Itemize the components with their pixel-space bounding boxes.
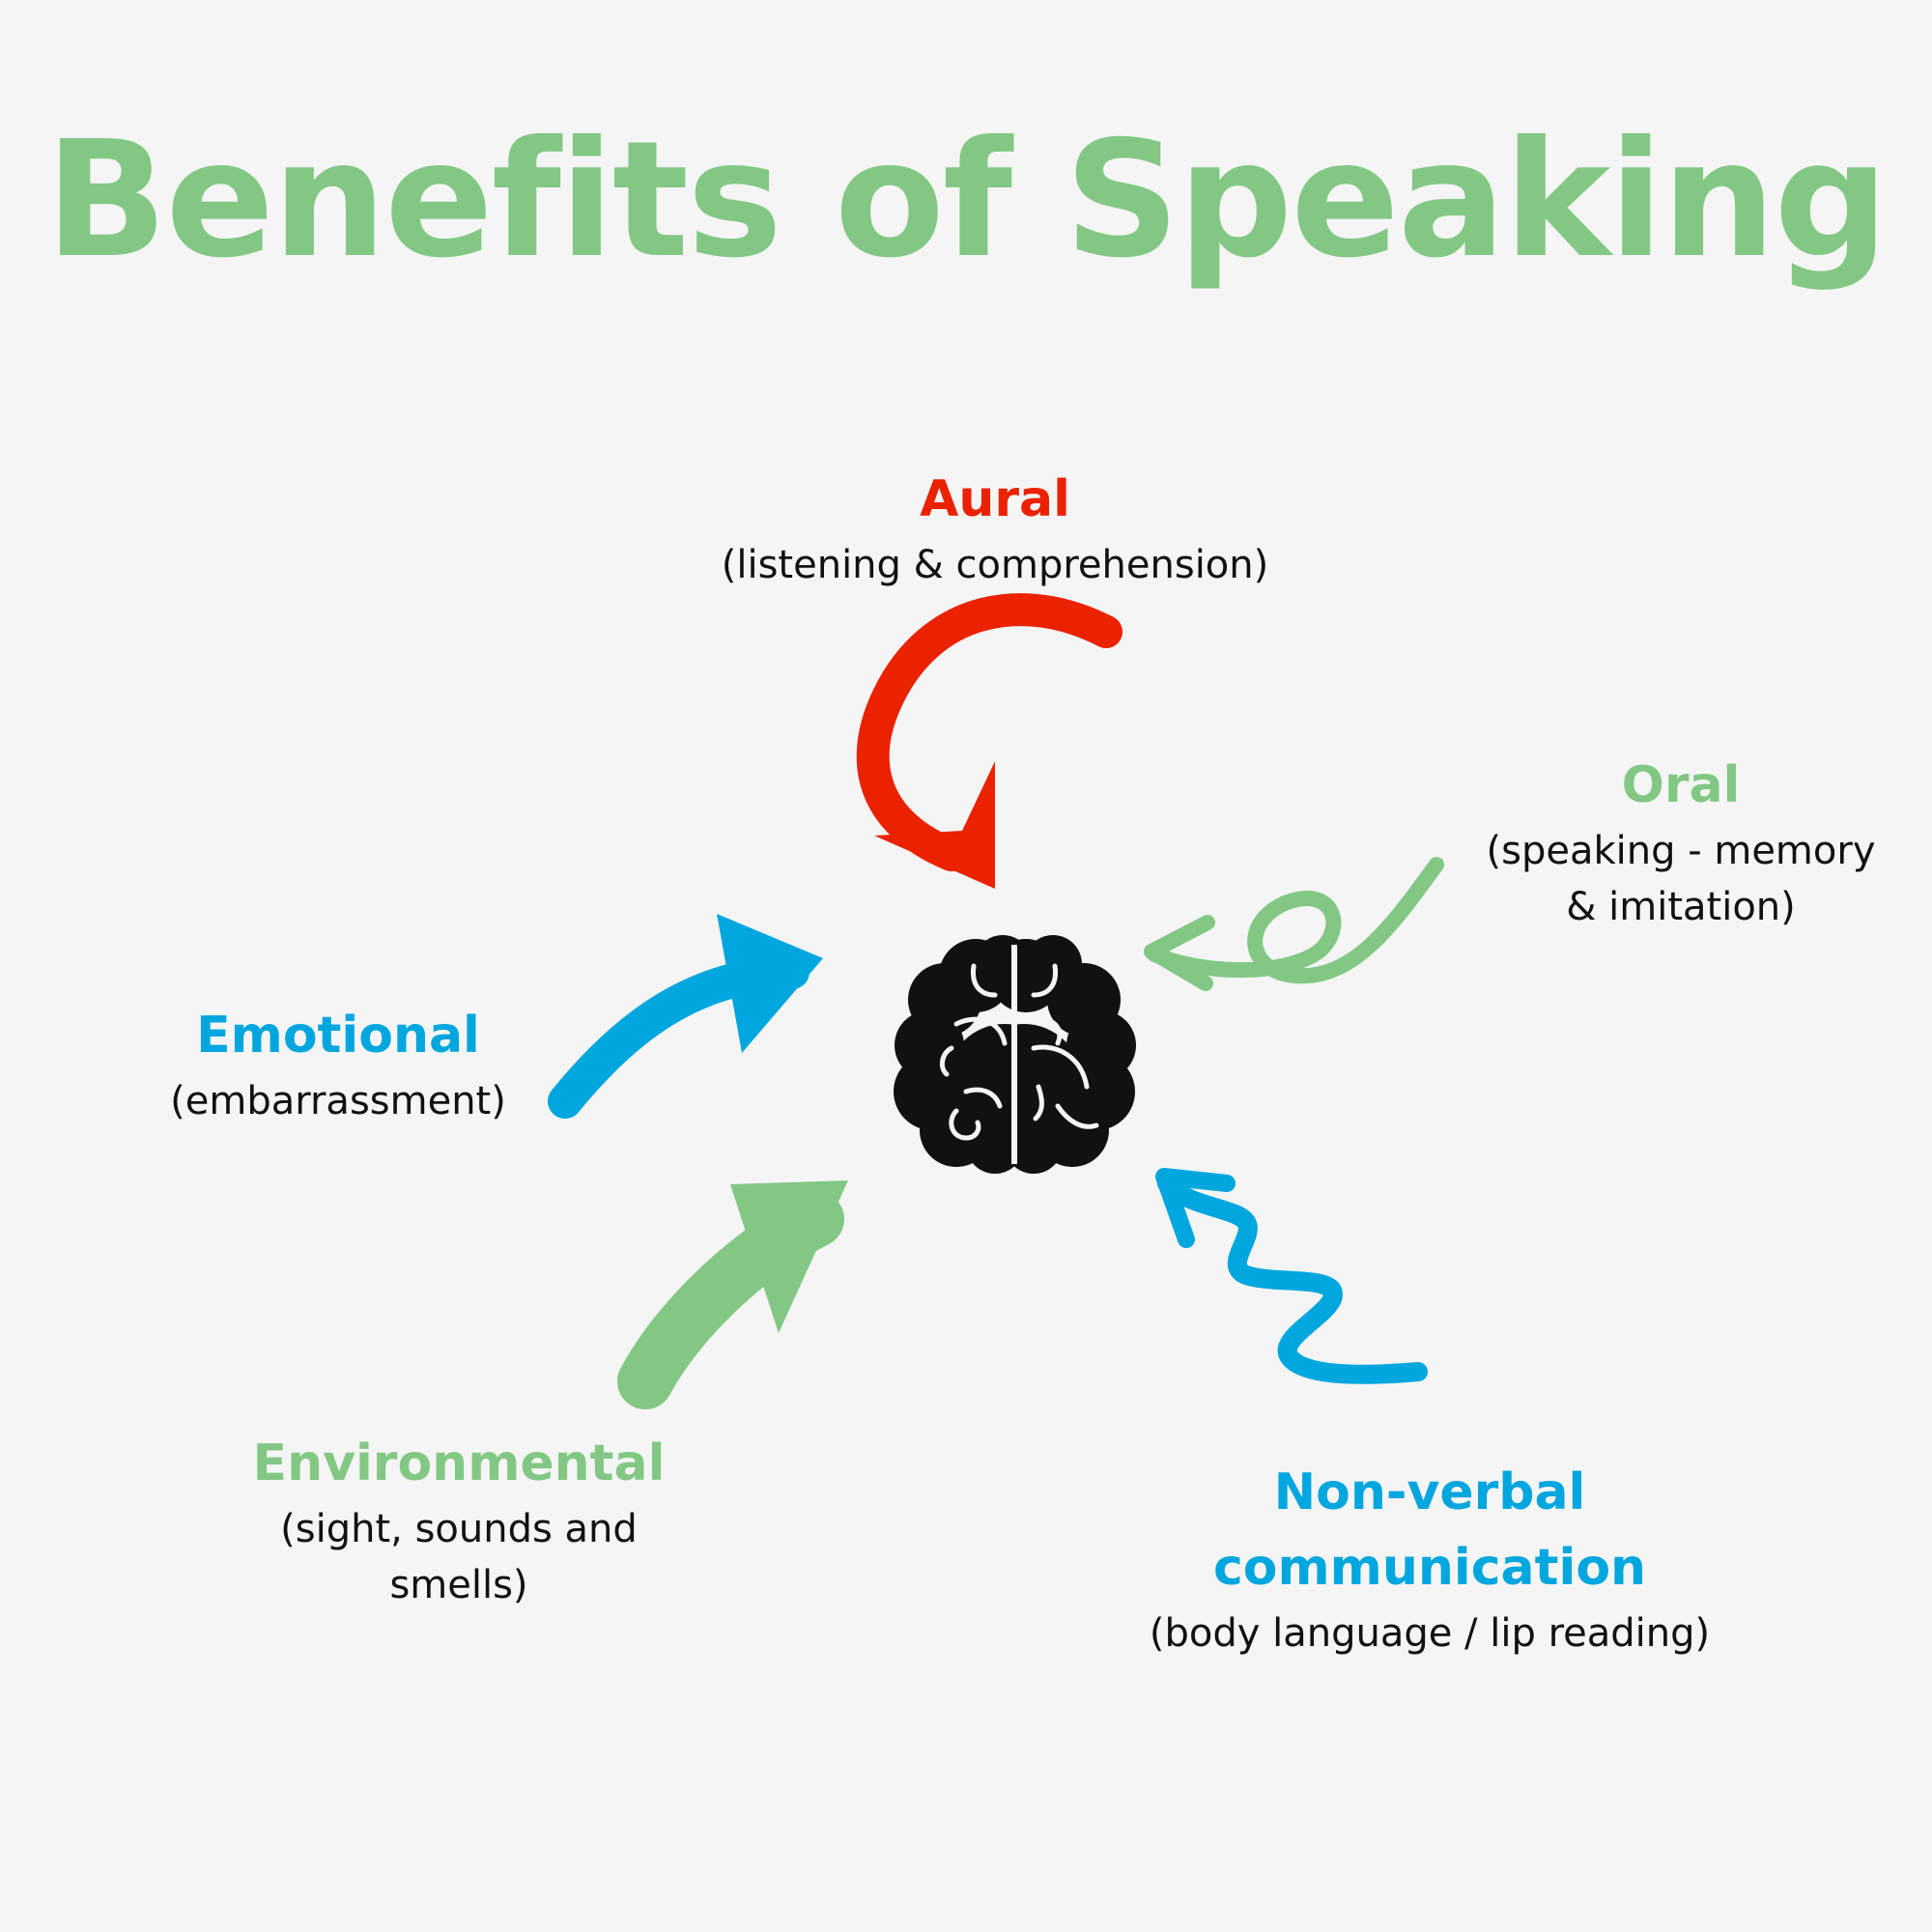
page-title: Benefits of Speaking xyxy=(44,107,1889,294)
aural-heading: Aural xyxy=(920,470,1070,528)
oral-description-line-1: (speaking - memory xyxy=(1486,829,1876,873)
oral-label-group: Oral (speaking - memory & imitation) xyxy=(1430,748,1932,935)
environmental-description-line-2: smells) xyxy=(389,1563,528,1607)
environmental-description-line-1: (sight, sounds and xyxy=(280,1507,638,1551)
nonverbal-heading-line-2: communication xyxy=(1212,1539,1647,1597)
aural-arrow xyxy=(856,593,1122,889)
oral-heading: Oral xyxy=(1621,756,1741,814)
nonverbal-label-group: Non-verbal communication (body language … xyxy=(1121,1455,1739,1662)
environmental-arrow xyxy=(617,1180,848,1409)
emotional-label-group: Emotional (embarrassment) xyxy=(135,998,541,1129)
nonverbal-heading-line-1: Non-verbal xyxy=(1273,1463,1586,1521)
aural-description: (listening & comprehension) xyxy=(721,543,1269,587)
nonverbal-description: (body language / lip reading) xyxy=(1149,1611,1711,1656)
brain-icon xyxy=(894,935,1136,1174)
oral-arrow xyxy=(1144,857,1444,991)
aural-label-group: Aural (listening & comprehension) xyxy=(618,462,1372,593)
emotional-arrow xyxy=(548,914,823,1119)
emotional-description: (embarrassment) xyxy=(170,1079,506,1123)
emotional-heading: Emotional xyxy=(196,1007,480,1065)
environmental-label-group: Environmental (sight, sounds and smells) xyxy=(217,1426,700,1613)
environmental-heading: Environmental xyxy=(252,1435,666,1492)
nonverbal-arrow xyxy=(1155,1168,1428,1384)
oral-description-line-2: & imitation) xyxy=(1566,885,1796,929)
